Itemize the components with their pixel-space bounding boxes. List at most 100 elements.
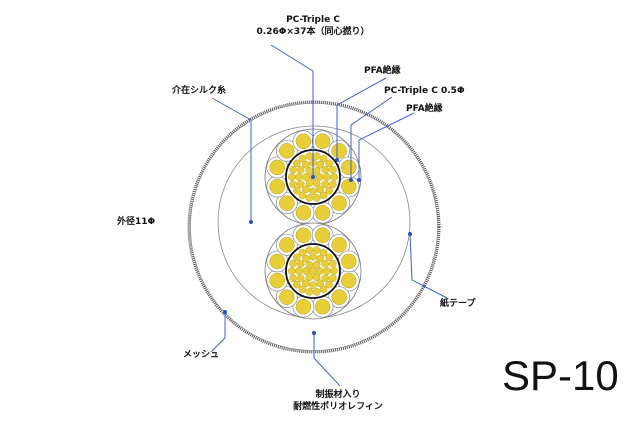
conductor-strand [301, 173, 310, 181]
conductor-strand [312, 152, 321, 160]
leader-dot [311, 175, 315, 179]
pfa-insulation-label-2: PFA絶縁 [406, 104, 443, 114]
conductor-strand [316, 185, 324, 194]
conductor-strand [292, 186, 301, 195]
conductor-strand [305, 179, 314, 188]
conductor-label-line2: 0.26Φ×37本（同心撚り） [256, 27, 370, 37]
conductor-strand [316, 254, 324, 263]
silver-wire-05 [269, 253, 286, 270]
conductor-strand [319, 154, 328, 163]
silver-wire-05 [279, 289, 295, 305]
conductor-strand [325, 186, 334, 195]
silver-wire-05 [269, 178, 286, 195]
silver-wire-05 [295, 133, 312, 150]
silver-wire-05 [340, 159, 357, 176]
leader-dot [249, 220, 253, 224]
conductor-strand [312, 260, 321, 269]
paper-tape-label: 紙テープ [440, 299, 476, 309]
leader-dot [335, 158, 339, 162]
conductor-strand [287, 267, 296, 275]
leader-conductor [270, 44, 314, 177]
silver-wire-05 [295, 227, 312, 244]
conductor-strand [312, 288, 321, 296]
conductor-strand [292, 253, 301, 262]
silver-wire-05 [269, 159, 286, 176]
conductor-strand [296, 166, 305, 174]
silver-wire-05 [340, 178, 357, 195]
conductor-strand [325, 253, 334, 262]
conductor-strand [287, 173, 296, 181]
outer-diameter-label: 外径11Φ [117, 217, 156, 227]
jacket-label-line1: 制振材入り [315, 390, 361, 400]
conductor-strand [298, 154, 307, 163]
jacket-label: 制振材入り 耐燃性ポリオレフィン [293, 389, 383, 413]
leader-silk [211, 97, 252, 222]
wire-05-label: PC-Triple C 0.5Φ [384, 86, 465, 96]
conductor-strand [319, 191, 328, 200]
conductor-strand [309, 267, 317, 275]
leader-dot [312, 331, 316, 335]
conductor-strand [294, 267, 303, 275]
conductor-strand [298, 191, 307, 200]
conductor-strand [316, 267, 325, 275]
conductor-strand [302, 185, 310, 194]
silver-wire-05 [314, 133, 331, 150]
conductor-strand [298, 248, 307, 257]
conductor-strand [321, 166, 330, 174]
model-name: SP-10 [502, 352, 619, 399]
conductor-strand [319, 285, 328, 294]
conductor-strand [289, 180, 297, 189]
conductor-strand [329, 180, 337, 189]
leader-pfa1 [336, 77, 387, 160]
conductor-label-line1: PC-Triple C [286, 15, 340, 25]
leader-mesh [210, 312, 226, 353]
conductor-strand [302, 254, 310, 263]
conductor-strand [296, 180, 305, 188]
pfa-insulation-label-1: PFA絶縁 [364, 66, 401, 76]
conductor-strand [302, 160, 310, 169]
silk-label: 介在シルク糸 [172, 86, 227, 96]
conductor-strand [305, 194, 314, 202]
silver-wire-05 [314, 204, 331, 221]
conductor-strand [289, 165, 297, 174]
conductor-strand [305, 246, 314, 254]
conductor-strand [309, 252, 317, 261]
conductor-strand [316, 279, 324, 288]
conductor-strand [329, 259, 337, 268]
conductor-strand [330, 267, 339, 275]
silver-wire-05 [279, 237, 295, 253]
conductor-strand [305, 288, 314, 296]
conductor-strand [321, 274, 330, 282]
silver-wire-05 [331, 143, 347, 159]
conductor-strand [329, 274, 337, 283]
jacket-label-line2: 耐燃性ポリオレフィン [293, 402, 383, 412]
silver-wire-05 [295, 298, 312, 315]
conductor-strand [319, 248, 328, 257]
conductor-strand [298, 285, 307, 294]
conductor-strand [292, 159, 301, 168]
silver-wire-05 [295, 204, 312, 221]
conductor-strand [312, 246, 321, 254]
silver-wire-05 [331, 195, 347, 211]
conductor-strand [330, 173, 339, 181]
conductor-strand [312, 194, 321, 202]
silver-wire-05 [340, 253, 357, 270]
leader-jacket [313, 333, 341, 387]
leader-dot [349, 178, 353, 182]
conductor-label: PC-Triple C 0.26Φ×37本（同心撚り） [257, 14, 370, 38]
conductor-strand [296, 274, 305, 282]
conductor-strand [296, 260, 305, 268]
conductor-strand [292, 280, 301, 289]
conductor-strand [305, 273, 314, 282]
conductor-strand [325, 280, 334, 289]
silver-wire-05 [314, 298, 331, 315]
conductor-strand [302, 279, 310, 288]
silver-wire-05 [314, 227, 331, 244]
leader-dot [223, 310, 227, 314]
conductor-strand [321, 260, 330, 268]
conductor-strand [323, 173, 332, 181]
conductor-strand [305, 152, 314, 160]
silver-wire-05 [279, 143, 295, 159]
conductor-strand [294, 173, 303, 181]
